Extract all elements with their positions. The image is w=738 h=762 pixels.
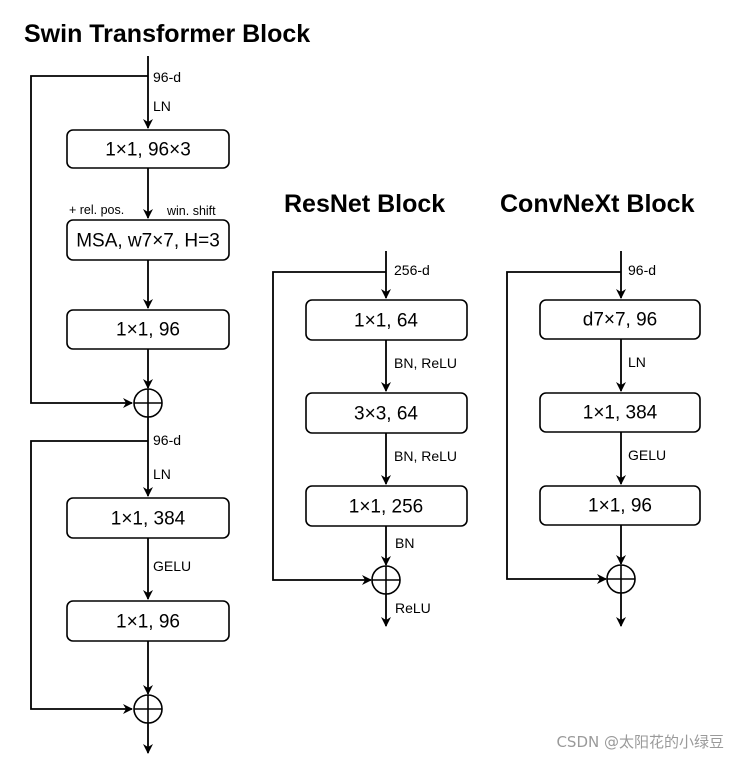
resnet-output-act-label: ReLU	[395, 600, 431, 616]
convnext-box-3	[539, 485, 701, 526]
resnet-block-title: ResNet Block	[284, 190, 445, 218]
swin-input-dim-label: 96-d	[153, 69, 181, 85]
swin-qkv-text: 1×1, 96×3	[105, 140, 191, 161]
resnet-act2-label: BN, ReLU	[394, 448, 457, 464]
convnext-add-node	[606, 564, 636, 594]
swin-gelu-label: GELU	[153, 558, 191, 574]
convnext-box-1-text: d7×7, 96	[583, 310, 658, 331]
swin-skip-connection-2	[30, 440, 148, 714]
convnext-block: ConvNeXt Block 96-d d7×7, 96 LN 1×1, 384…	[500, 190, 701, 627]
convnext-box-2	[539, 392, 701, 433]
watermark: CSDN @太阳花的小绿豆	[556, 733, 724, 751]
swin-add-node-2	[133, 694, 163, 724]
resnet-act3-label: BN	[395, 535, 414, 551]
swin-mid-dim-label: 96-d	[153, 432, 181, 448]
swin-block-title: Swin Transformer Block	[24, 20, 310, 48]
swin-win-shift-label: win. shift	[166, 204, 216, 218]
swin-add-node-1	[133, 388, 163, 418]
resnet-input-dim-label: 256-d	[394, 262, 430, 278]
swin-proj-text: 1×1, 96	[116, 320, 180, 341]
convnext-block-title: ConvNeXt Block	[500, 190, 695, 218]
resnet-add-node	[371, 565, 401, 595]
resnet-act1-label: BN, ReLU	[394, 355, 457, 371]
resnet-block: ResNet Block 256-d 1×1, 64 BN, ReLU 3×3,…	[272, 190, 468, 627]
resnet-box-3-text: 1×1, 256	[349, 497, 424, 518]
convnext-box-1	[539, 299, 701, 340]
swin-skip-connection-1	[30, 75, 148, 408]
swin-ln1-label: LN	[153, 98, 171, 114]
swin-mlp1-text: 1×1, 384	[111, 509, 186, 530]
swin-mlp2-text: 1×1, 96	[116, 612, 180, 633]
convnext-box-2-text: 1×1, 384	[583, 403, 658, 424]
swin-rel-pos-label: + rel. pos.	[69, 203, 124, 217]
convnext-box-3-text: 1×1, 96	[588, 496, 652, 517]
resnet-box-1-text: 1×1, 64	[354, 311, 418, 332]
convnext-act2-label: GELU	[628, 447, 666, 463]
convnext-act1-label: LN	[628, 354, 646, 370]
convnext-input-dim-label: 96-d	[628, 262, 656, 278]
resnet-box-2-text: 3×3, 64	[354, 404, 418, 425]
resnet-skip-connection	[272, 271, 386, 585]
swin-ln2-label: LN	[153, 466, 171, 482]
convnext-skip-connection	[506, 271, 621, 584]
swin-transformer-block: Swin Transformer Block 96-d LN 1×1, 96×3…	[24, 20, 310, 754]
swin-msa-text: MSA, w7×7, H=3	[76, 231, 220, 252]
